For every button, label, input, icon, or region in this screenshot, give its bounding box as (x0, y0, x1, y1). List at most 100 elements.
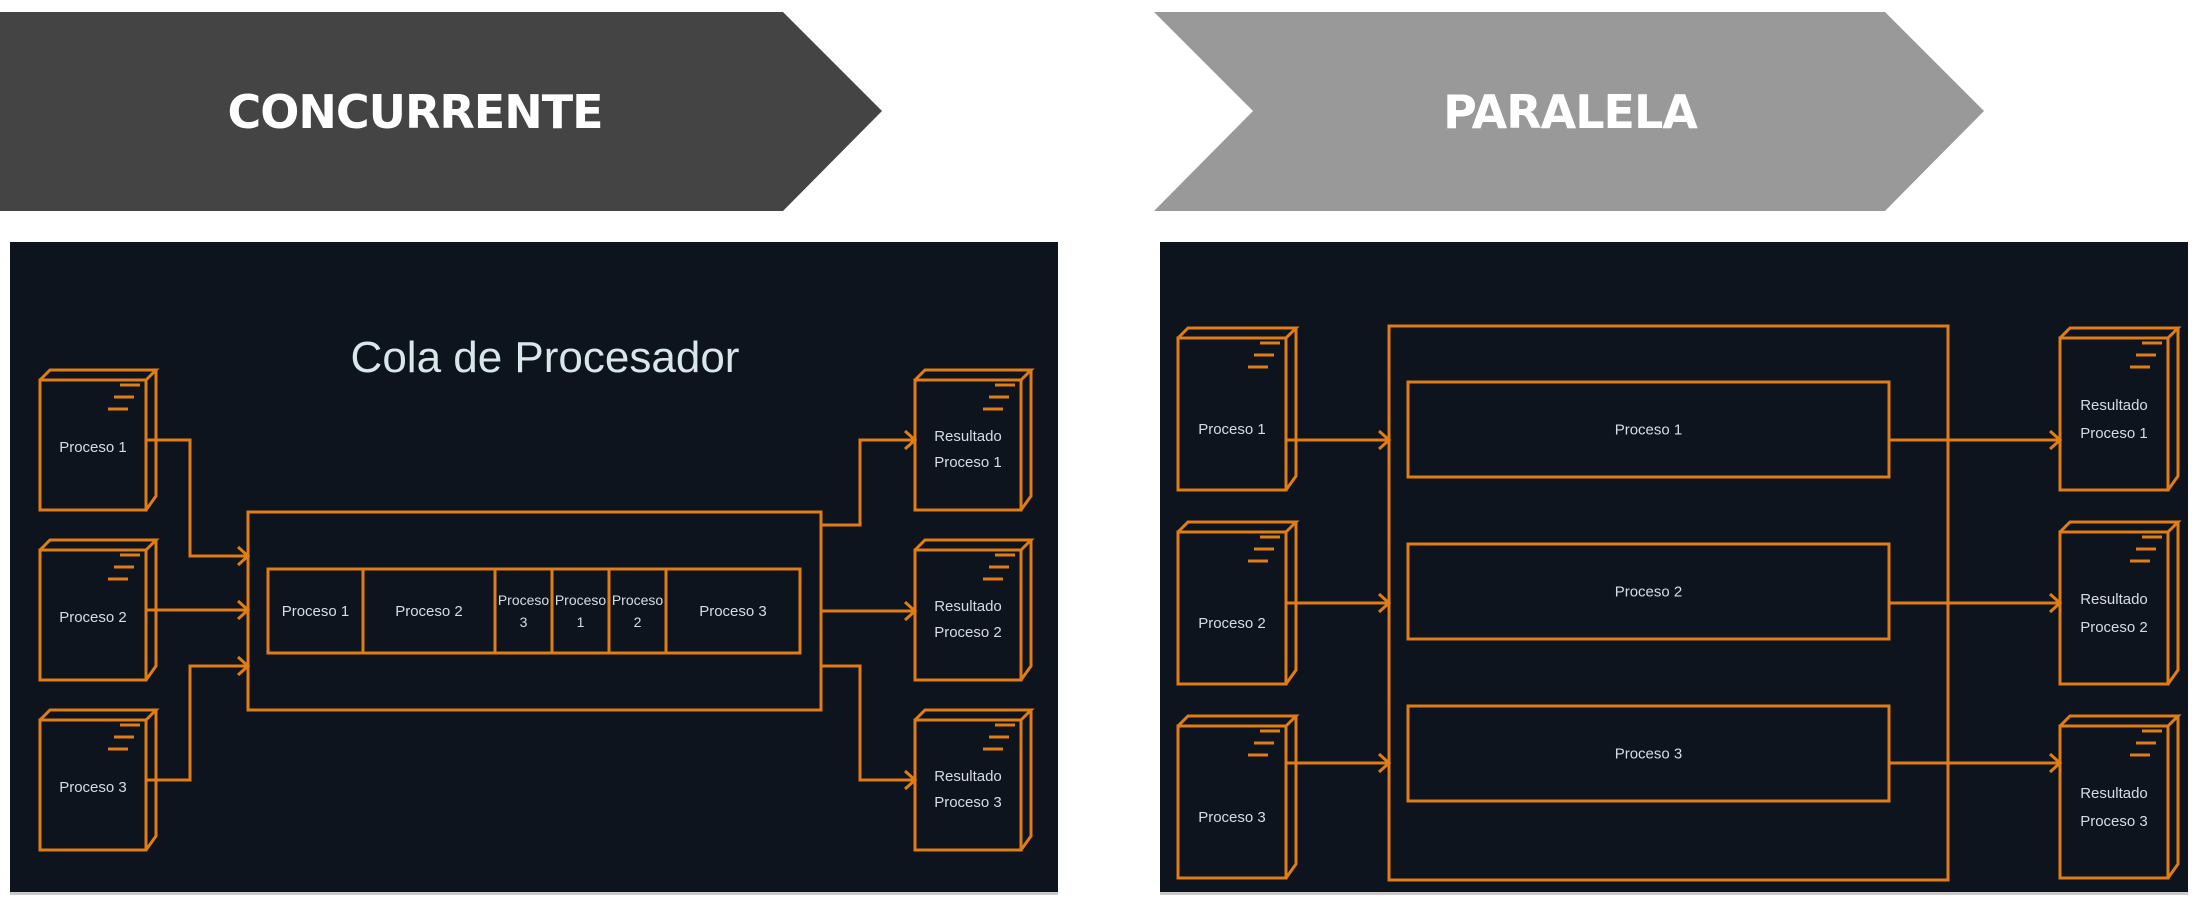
queue-slot-label: 2 (634, 614, 642, 630)
node-side-face (1019, 540, 1033, 681)
parallel-lane: Proceso 1 (1406, 380, 1891, 479)
node-side-face (1284, 522, 1298, 685)
node-side-face (144, 710, 158, 851)
node-glyph-icon (2130, 729, 2162, 757)
input-process-node: Proceso 3 (38, 708, 160, 852)
node-top-face (1176, 520, 1300, 534)
queue-slot-label: Proceso 1 (282, 603, 350, 620)
parallel-lane-label: Proceso 2 (1615, 584, 1683, 601)
input-process-node: Proceso 1 (1176, 326, 1300, 492)
node-top-face (38, 368, 160, 382)
node-side-face (2166, 328, 2180, 491)
node-side-face (1019, 710, 1033, 851)
queue-slot-box (607, 567, 668, 655)
node-side-face (1284, 716, 1298, 879)
node-front-face (913, 718, 1023, 852)
node-front-face (913, 378, 1023, 512)
parallel-diagram-panel: Proceso 1 Proceso 2 Proceso 3 Proceso 1 Proc… (1160, 242, 2188, 895)
result-label: Proceso 3 (2080, 813, 2148, 830)
node-front-face (38, 378, 148, 512)
arrowhead-icon (1377, 752, 1392, 774)
input-connector (146, 438, 248, 558)
node-side-face (2166, 716, 2180, 879)
result-label: Proceso 3 (934, 794, 1002, 811)
node-front-face (38, 718, 148, 852)
parallel-lane: Proceso 2 (1406, 542, 1891, 641)
node-front-face (913, 548, 1023, 682)
parallel-lane: Proceso 3 (1406, 704, 1891, 803)
node-glyph-icon (108, 553, 140, 581)
node-top-face (38, 708, 160, 722)
result-label: Proceso 1 (2080, 425, 2148, 442)
node-side-face (144, 370, 158, 511)
node-front-face (1176, 530, 1288, 686)
node-side-face (1284, 328, 1298, 491)
queue-slot: Proceso 1 (266, 567, 365, 655)
parallel-lane-box (1406, 542, 1891, 641)
result-label: Proceso 2 (2080, 619, 2148, 636)
result-label: Resultado (934, 598, 1002, 615)
input-connector (146, 664, 248, 782)
node-side-face (1019, 370, 1033, 511)
queue-slot-label: Proceso (612, 592, 664, 608)
chevron-arrow-shape (0, 12, 882, 211)
input-process-node: Proceso 2 (1176, 520, 1300, 686)
input-process-node: Proceso 1 (38, 368, 160, 512)
node-glyph-icon (108, 723, 140, 751)
input-process-label: Proceso 2 (59, 609, 127, 626)
node-side-face (144, 540, 158, 681)
node-top-face (1176, 714, 1300, 728)
arrowhead-icon (236, 599, 251, 621)
queue-slot-label: 3 (520, 614, 528, 630)
banner-parallel-title: PARALELA (1443, 85, 1698, 139)
banner-parallel: PARALELA (1154, 12, 1986, 212)
queue-slot-label: Proceso (498, 592, 550, 608)
queue-slot-label: Proceso (555, 592, 607, 608)
input-process-label: Proceso 1 (59, 439, 127, 456)
node-top-face (38, 538, 160, 552)
node-side-face (2166, 522, 2180, 685)
node-front-face (2058, 336, 2170, 492)
node-glyph-icon (1248, 341, 1280, 369)
node-top-face (913, 368, 1035, 382)
parallel-lane-box (1406, 704, 1891, 803)
node-glyph-icon (983, 553, 1015, 581)
parallel-lane-label: Proceso 3 (1615, 746, 1683, 763)
node-top-face (913, 538, 1035, 552)
node-glyph-icon (983, 383, 1015, 411)
result-label: Proceso 1 (934, 454, 1002, 471)
queue-slot: Proceso 3 (493, 567, 554, 655)
output-connector (821, 438, 915, 527)
result-label: Resultado (2080, 591, 2148, 608)
queue-slot: Proceso 1 (550, 567, 611, 655)
node-front-face (2058, 530, 2170, 686)
queue-slot-box (664, 567, 802, 655)
node-glyph-icon (2130, 535, 2162, 563)
input-process-label: Proceso 2 (1198, 615, 1266, 632)
queue-slot-label: 1 (577, 614, 585, 630)
queue-slot: Proceso 2 (607, 567, 668, 655)
queue-slot-box (550, 567, 611, 655)
output-connector (821, 664, 915, 782)
node-front-face (1176, 724, 1288, 880)
node-glyph-icon (2130, 341, 2162, 369)
input-process-node: Proceso 3 (1176, 714, 1300, 880)
node-top-face (2058, 714, 2182, 728)
parallel-processor-container (1387, 324, 1950, 882)
node-top-face (1176, 326, 1300, 340)
node-top-face (913, 708, 1035, 722)
queue-slot-label: Proceso 2 (395, 603, 463, 620)
queue-slot-box (493, 567, 554, 655)
queue-slot: Proceso 2 (361, 567, 497, 655)
input-process-label: Proceso 1 (1198, 421, 1266, 438)
result-label: Resultado (934, 428, 1002, 445)
node-front-face (2058, 724, 2170, 880)
